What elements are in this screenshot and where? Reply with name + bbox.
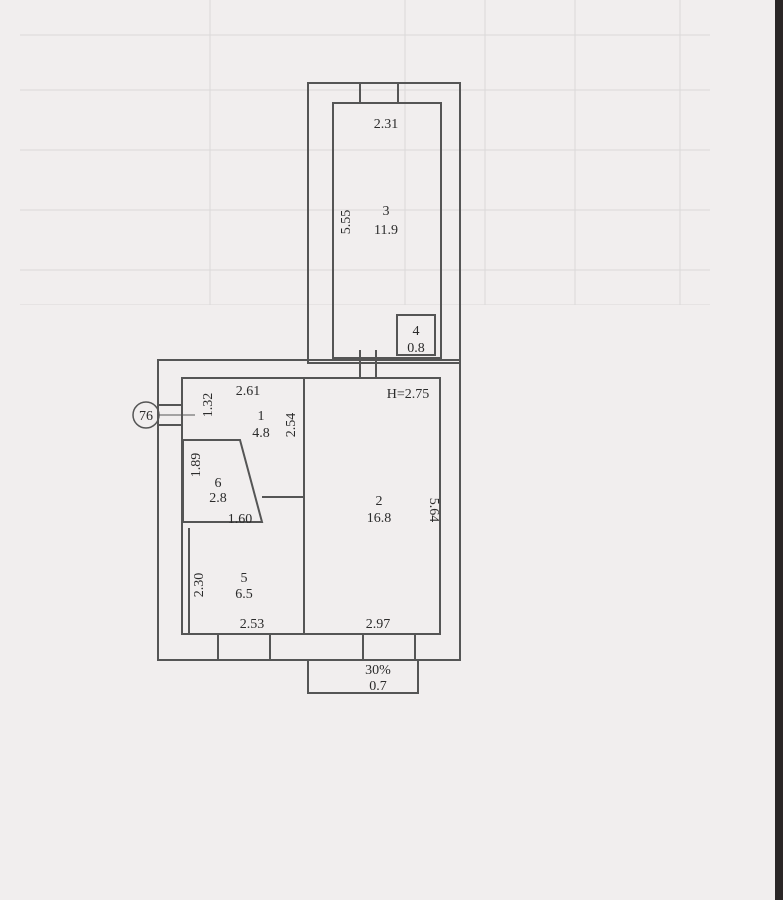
room-4-wall [396, 314, 436, 356]
dim-room3-width: 2.31 [374, 117, 399, 132]
room-2-area: 16.8 [367, 511, 392, 526]
dim-room5-depth: 2.30 [192, 573, 207, 598]
dim-room5-width: 2.53 [240, 617, 265, 632]
room-1-number: 1 [258, 409, 265, 424]
balcony-area: 0.7 [369, 679, 387, 694]
room-3-number: 3 [383, 204, 390, 219]
dim-room2-width: 2.97 [366, 617, 391, 632]
photo-edge [775, 0, 783, 900]
window [362, 633, 416, 661]
dim-room1-depth: 1.32 [201, 393, 216, 418]
window [217, 633, 271, 661]
room-2-number: 2 [376, 494, 383, 509]
room-6-area: 2.8 [209, 491, 227, 506]
room-4-area: 0.8 [407, 341, 425, 356]
faint-background-table [20, 0, 710, 305]
room-5-area: 6.5 [235, 587, 253, 602]
dim-room6-depth: 1.89 [189, 453, 204, 478]
dim-room3-length: 5.55 [339, 210, 354, 235]
room-6-wall [182, 439, 264, 523]
ceiling-height: H=2.75 [387, 387, 430, 402]
dim-room6-width: 1.60 [228, 512, 253, 527]
balcony-wall [307, 659, 419, 694]
room-6-number: 6 [215, 476, 222, 491]
room-1-area: 4.8 [252, 426, 270, 441]
window [359, 82, 399, 104]
balcony-coefficient: 30% [365, 663, 391, 678]
room-4-number: 4 [413, 324, 420, 339]
room-3-area: 11.9 [374, 223, 398, 238]
axis-marker-label: 76 [139, 409, 153, 424]
dim-room1-width: 2.61 [236, 384, 261, 399]
room-5-number: 5 [241, 571, 248, 586]
dim-room1-side: 2.54 [284, 413, 299, 438]
dim-room2-length: 5.64 [426, 498, 441, 523]
inner-wall [181, 377, 441, 635]
